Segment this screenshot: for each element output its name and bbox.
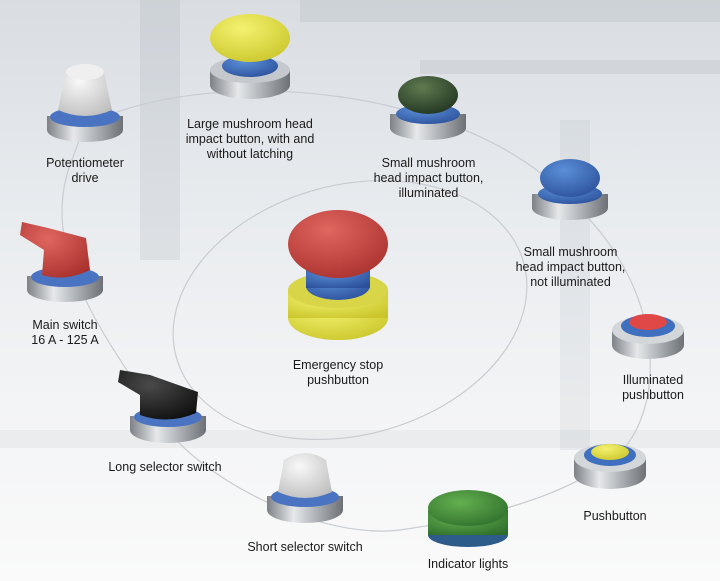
small-mushroom-illuminated-image	[390, 76, 466, 140]
label-line: Illuminated	[622, 373, 684, 387]
label-indicator-lights: Indicator lights	[408, 557, 528, 572]
short-selector-switch-image	[267, 453, 343, 523]
label-line: Large mushroom head	[187, 117, 313, 131]
small-mushroom-not-illuminated-image	[532, 159, 608, 220]
pushbutton-image	[574, 444, 646, 489]
background-shelf-2	[300, 0, 720, 22]
potentiometer-drive-image	[47, 64, 123, 142]
connector-inner-ring	[172, 179, 528, 441]
label-line: head impact button,	[515, 260, 626, 274]
label-emergency-stop: Emergency stop pushbutton	[278, 358, 398, 388]
label-line: pushbutton	[622, 388, 684, 402]
label-pushbutton: Pushbutton	[565, 509, 665, 524]
label-line: Potentiometer	[46, 156, 124, 170]
label-line: not illuminated	[530, 275, 611, 289]
background-shelf-3	[420, 60, 720, 74]
label-line: Small mushroom	[523, 245, 618, 259]
label-small-mushroom-not-illuminated: Small mushroom head impact button, not i…	[498, 245, 643, 290]
label-line: Indicator lights	[427, 557, 509, 571]
label-line: drive	[71, 171, 99, 185]
large-mushroom-button-image	[210, 14, 290, 99]
label-line: head impact button,	[373, 171, 484, 185]
label-short-selector: Short selector switch	[235, 540, 375, 555]
emergency-stop-image	[288, 210, 388, 340]
main-switch-image	[20, 222, 103, 302]
label-small-mushroom-illuminated: Small mushroom head impact button, illum…	[356, 156, 501, 201]
indicator-lights-image	[428, 490, 508, 547]
label-line: impact button, with and	[185, 132, 315, 146]
label-line: Pushbutton	[583, 509, 647, 523]
label-line: Long selector switch	[108, 460, 222, 474]
label-long-selector: Long selector switch	[95, 460, 235, 475]
label-line: Small mushroom	[381, 156, 476, 170]
label-line: Main switch	[32, 318, 98, 332]
label-potentiometer: Potentiometer drive	[25, 156, 145, 186]
label-large-mushroom: Large mushroom head impact button, with …	[170, 117, 330, 162]
illuminated-pushbutton-image	[612, 314, 684, 359]
label-main-switch: Main switch 16 A - 125 A	[5, 318, 125, 348]
background-shelf-1	[140, 0, 180, 260]
label-line: Emergency stop	[292, 358, 384, 372]
label-line: pushbutton	[307, 373, 369, 387]
label-illuminated-pushbutton: Illuminated pushbutton	[598, 373, 708, 403]
label-line: 16 A - 125 A	[31, 333, 99, 347]
label-line: illuminated	[398, 186, 459, 200]
label-line: without latching	[206, 147, 294, 161]
label-line: Short selector switch	[247, 540, 363, 554]
long-selector-switch-image	[118, 370, 206, 443]
